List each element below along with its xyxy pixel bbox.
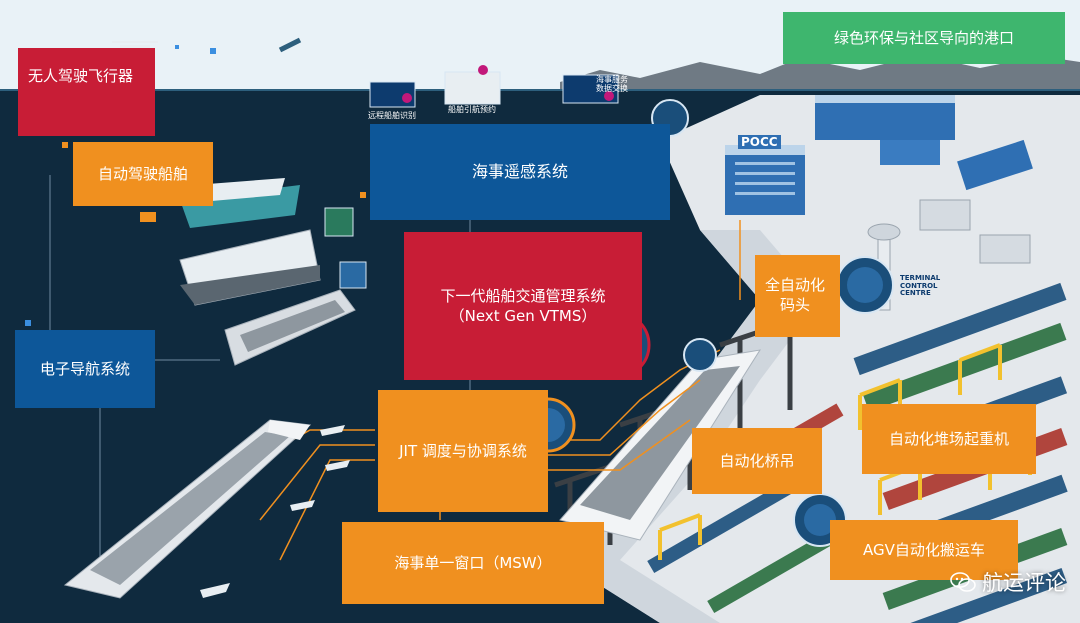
jit-label: JIT 调度与协调系统	[378, 390, 548, 512]
quay-crane-circle	[683, 338, 717, 372]
autonomous-ship-label: 自动驾驶船舶	[73, 142, 213, 206]
green-port-building	[815, 95, 1033, 191]
quay-ship	[559, 349, 762, 541]
satellite-illustration	[278, 37, 302, 53]
thumb-label-3: 海事服务 数据交换	[596, 75, 628, 93]
drone-label: 无人驾驶飞行器	[18, 48, 155, 136]
map-thumb-2	[339, 261, 367, 289]
green-port-label: 绿色环保与社区导向的港口	[783, 12, 1065, 64]
agv-label: AGV自动化搬运车	[830, 520, 1018, 580]
roro-ship	[179, 229, 321, 306]
service-thumbnails	[369, 65, 619, 108]
tcc-text: TERMINAL CONTROL CENTRE	[900, 274, 941, 298]
container-ship-large	[63, 419, 312, 599]
msw-label: 海事单一窗口（MSW）	[342, 522, 604, 604]
quay-crane-label: 自动化桥吊	[692, 428, 822, 494]
vtms-label: 下一代船舶交通管理系统 （Next Gen VTMS）	[404, 232, 642, 380]
enav-label: 电子导航系统	[15, 330, 155, 408]
wechat-icon	[950, 572, 976, 592]
map-thumb-1	[324, 207, 354, 237]
remote-sensing-label: 海事遥感系统	[370, 124, 670, 220]
container-ship-mid	[224, 289, 356, 366]
thumb-label-1: 远程船舶识别	[368, 111, 416, 120]
yard-crane-label: 自动化堆场起重机	[862, 404, 1036, 474]
thumb-label-2: 船舶引航预约	[448, 105, 496, 114]
pocc-building	[725, 145, 805, 215]
small-boats	[200, 425, 350, 598]
autonomous-ship	[180, 178, 300, 228]
pocc-text: POCC	[738, 135, 781, 149]
watermark: 航运评论	[950, 567, 1066, 597]
watermark-text: 航运评论	[982, 571, 1066, 595]
auto-terminal-label: 全自动化 码头	[755, 255, 840, 337]
